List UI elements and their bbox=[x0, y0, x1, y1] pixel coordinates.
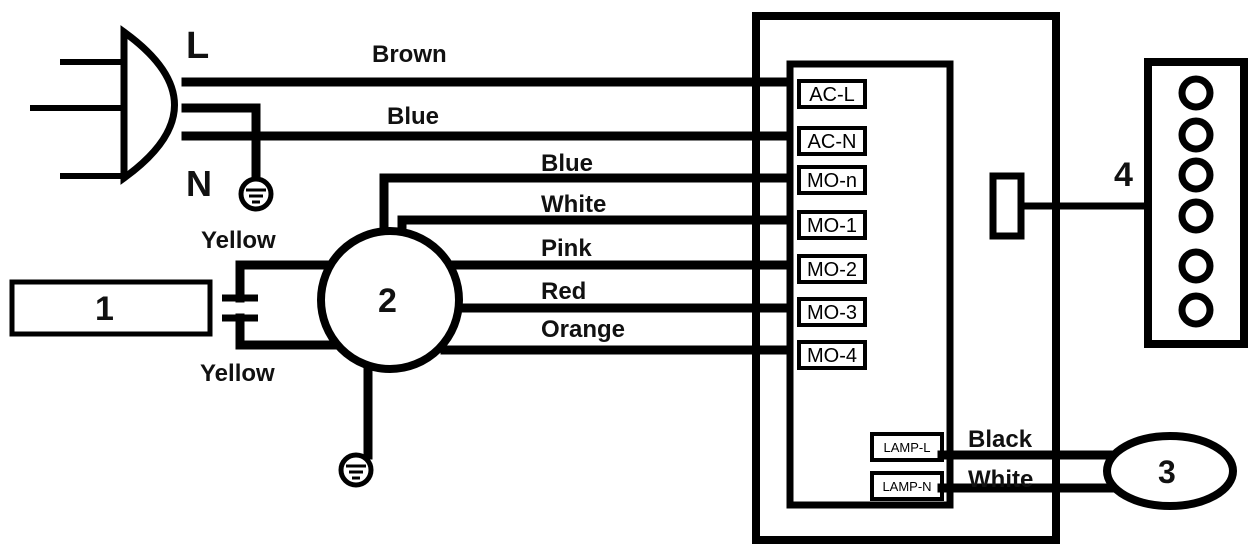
plug-line-label: L bbox=[186, 25, 209, 67]
switch-panel-label: 4 bbox=[1114, 156, 1133, 194]
svg-text:MO-1: MO-1 bbox=[807, 215, 857, 237]
terminal-ac-l: AC-L bbox=[797, 79, 867, 109]
terminal-lamp-n: LAMP-N bbox=[870, 471, 944, 501]
svg-text:LAMP-N: LAMP-N bbox=[882, 479, 931, 494]
capacitor-box bbox=[9, 279, 213, 337]
plug-neutral-label: N bbox=[186, 163, 212, 204]
svg-text:AC-N: AC-N bbox=[808, 131, 857, 153]
svg-text:MO-2: MO-2 bbox=[807, 259, 857, 281]
lamp bbox=[1103, 432, 1237, 510]
panel-button bbox=[1178, 292, 1214, 328]
control-box bbox=[752, 12, 1060, 544]
terminal-lamp-l: LAMP-L bbox=[870, 432, 944, 462]
label-orange: Orange bbox=[541, 316, 625, 343]
wire-capacitor-top bbox=[235, 260, 335, 303]
label-blue-supply: Blue bbox=[387, 103, 439, 130]
label-capacitor-wire: Yellow bbox=[200, 360, 275, 387]
svg-text:AC-L: AC-L bbox=[809, 84, 855, 106]
control-board bbox=[786, 60, 954, 509]
wire-blue-motor bbox=[379, 173, 791, 248]
label-red: Red bbox=[541, 278, 586, 305]
terminal-mo-n: MO-n bbox=[797, 165, 867, 195]
label-white-motor: White bbox=[541, 191, 606, 218]
terminal-mo-1: MO-1 bbox=[797, 210, 867, 240]
label-lamp-black: Black bbox=[968, 426, 1033, 453]
svg-text:MO-4: MO-4 bbox=[807, 345, 857, 367]
panel-button bbox=[1178, 248, 1214, 284]
switch-panel-buttons bbox=[1178, 75, 1214, 328]
svg-text:MO-n: MO-n bbox=[807, 170, 857, 192]
terminal-mo-2: MO-2 bbox=[797, 254, 867, 284]
label-blue-motor: Blue bbox=[541, 150, 593, 177]
switch-connector bbox=[989, 172, 1025, 240]
label-pink: Pink bbox=[541, 235, 592, 262]
motor-label: 2 bbox=[378, 282, 397, 320]
svg-text:MO-3: MO-3 bbox=[807, 302, 857, 324]
wire-capacitor-bottom bbox=[235, 313, 339, 350]
ground-icon bbox=[238, 176, 274, 212]
label-plug-ground-wire: Yellow bbox=[201, 227, 276, 254]
lamp-label: 3 bbox=[1158, 454, 1176, 490]
motor-ground-icon bbox=[338, 452, 374, 488]
wire-white-motor bbox=[397, 215, 791, 248]
panel-button bbox=[1178, 75, 1214, 111]
capacitor-label: 1 bbox=[95, 290, 114, 328]
power-plug bbox=[30, 25, 178, 185]
label-brown: Brown bbox=[372, 41, 447, 68]
motor-circle bbox=[317, 227, 463, 373]
label-lamp-white: White bbox=[968, 466, 1033, 493]
terminal-mo-3: MO-3 bbox=[797, 297, 867, 327]
panel-button bbox=[1178, 117, 1214, 153]
terminal-mo-4: MO-4 bbox=[797, 340, 867, 370]
wire-plug-ground bbox=[181, 103, 261, 190]
panel-button bbox=[1178, 157, 1214, 193]
terminal-ac-n: AC-N bbox=[797, 126, 867, 156]
svg-text:LAMP-L: LAMP-L bbox=[884, 440, 931, 455]
panel-button bbox=[1178, 198, 1214, 234]
